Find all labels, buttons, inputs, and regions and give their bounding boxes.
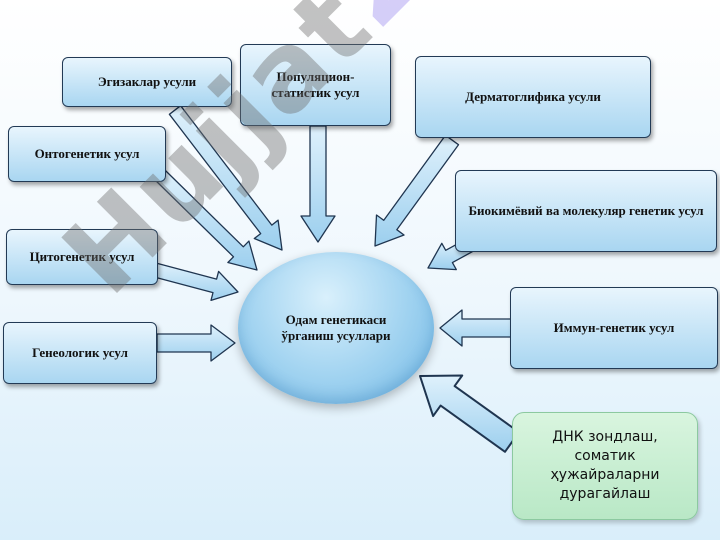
arrow-from-twins xyxy=(168,105,283,251)
arrow-from-population xyxy=(300,125,336,243)
method-twins: Эгизаклар усули xyxy=(62,57,232,107)
arrow-from-cytogenetic xyxy=(152,262,239,302)
method-ontogenetic-label: Онтогенетик усул xyxy=(34,145,140,161)
dna-note: ДНК зондлаш, соматик ҳужайраларни дурага… xyxy=(512,412,698,520)
arrow-from-ontogenetic xyxy=(154,169,258,271)
arrow-from-genealogic xyxy=(156,324,236,362)
method-genealogic: Генеологик усул xyxy=(3,322,157,384)
center-topic-line2: ўрганиш усуллари xyxy=(281,328,391,343)
arrow-from-note xyxy=(419,374,520,453)
arrow-from-dermato xyxy=(374,134,460,247)
method-dermato: Дерматоглифика усули xyxy=(415,56,651,138)
center-topic: Одам генетикаси ўрганиш усуллари xyxy=(238,252,434,404)
method-cytogenetic: Цитогенетик усул xyxy=(6,229,158,285)
method-immunogenetic: Иммун-генетик усул xyxy=(510,287,718,369)
center-topic-line1: Одам генетикаси xyxy=(285,311,387,327)
method-population: Популяцион-статистик усул xyxy=(240,44,391,126)
method-biochemical-label: Биокимёвий ва молекуляр генетик усул xyxy=(468,202,704,218)
method-cytogenetic-label: Цитогенетик усул xyxy=(29,248,135,264)
method-genealogic-label: Генеологик усул xyxy=(32,344,128,360)
method-immunogenetic-label: Иммун-генетик усул xyxy=(553,319,675,335)
method-population-label: Популяцион-статистик усул xyxy=(271,68,360,100)
method-dermato-label: Дерматоглифика усули xyxy=(465,88,601,104)
arrow-from-immunogenetic xyxy=(439,309,513,347)
method-twins-label: Эгизаклар усули xyxy=(97,73,197,89)
dna-note-text: ДНК зондлаш, соматик ҳужайраларни дурага… xyxy=(550,429,660,502)
method-ontogenetic: Онтогенетик усул xyxy=(8,126,166,182)
method-biochemical: Биокимёвий ва молекуляр генетик усул xyxy=(455,170,717,252)
